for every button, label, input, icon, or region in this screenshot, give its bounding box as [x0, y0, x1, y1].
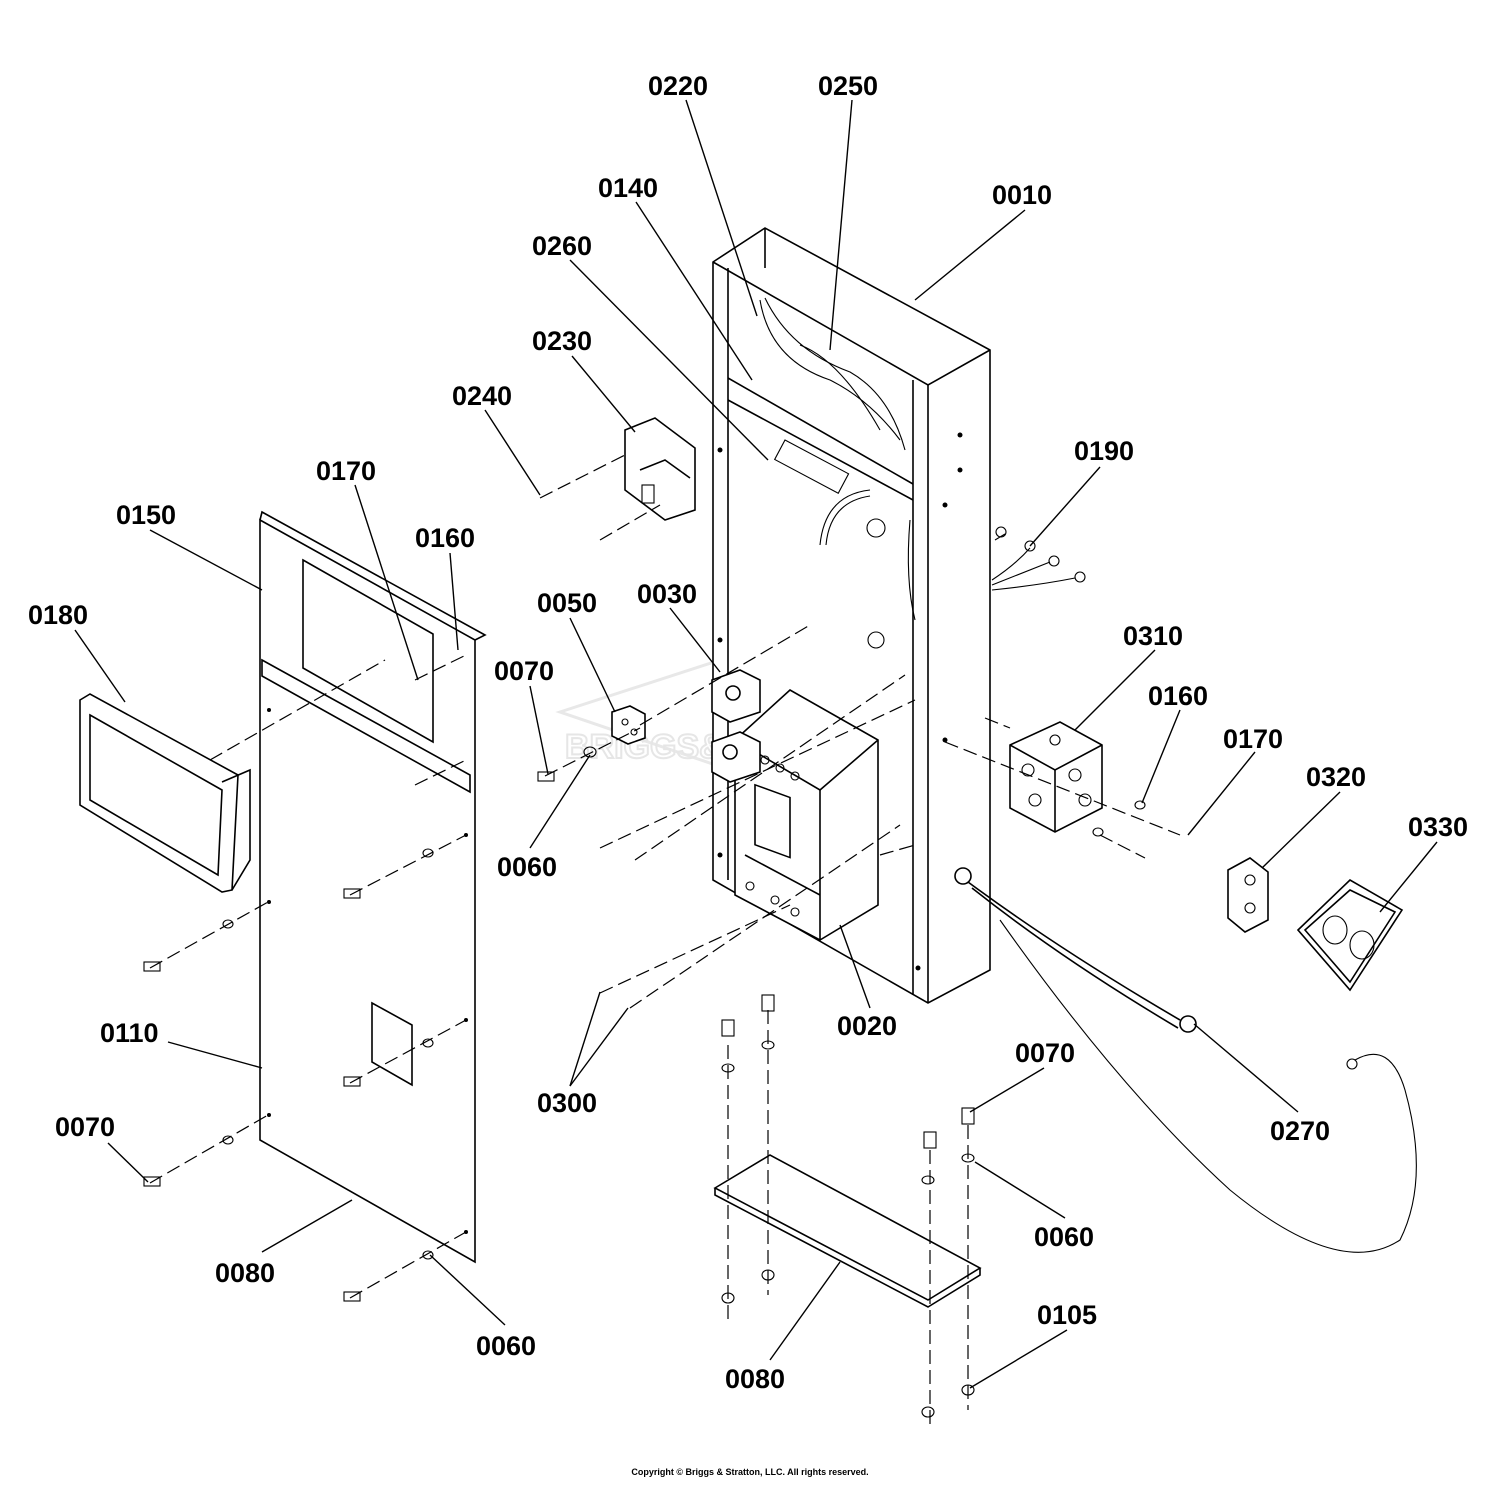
callout-0160-top: 0160 — [415, 523, 475, 553]
callout-0170-right: 0170 — [1223, 724, 1283, 754]
callout-0190: 0190 — [1074, 436, 1134, 466]
callout-labels: 0220 0250 0140 0010 0260 0230 0240 0190 … — [28, 71, 1468, 1394]
callout-0070-left: 0070 — [55, 1112, 115, 1142]
callout-0250: 0250 — [818, 71, 878, 101]
callout-0080-bottom: 0080 — [725, 1364, 785, 1394]
callout-0105: 0105 — [1037, 1300, 1097, 1330]
relay-0230 — [624, 417, 696, 521]
callout-0060-right: 0060 — [1034, 1222, 1094, 1252]
callout-0080-left: 0080 — [215, 1258, 275, 1288]
callout-0170-top: 0170 — [316, 456, 376, 486]
callout-0110: 0110 — [100, 1018, 159, 1048]
callout-0180: 0180 — [28, 600, 88, 630]
callout-0230: 0230 — [532, 326, 592, 356]
callout-0020: 0020 — [837, 1011, 897, 1041]
callout-0330: 0330 — [1408, 812, 1468, 842]
callout-0070-mid: 0070 — [494, 656, 554, 686]
leader-lines — [74, 99, 1438, 1389]
callout-0220: 0220 — [648, 71, 708, 101]
lug-0030 — [711, 669, 761, 783]
cover-plate-0330 — [1296, 879, 1404, 992]
door-panel-0110 — [259, 510, 487, 1264]
callout-0010: 0010 — [992, 180, 1052, 210]
copyright-notice: Copyright © Briggs & Stratton, LLC. All … — [631, 1467, 869, 1477]
wiring-0190 — [991, 526, 1086, 591]
junction-box-0310 — [1009, 721, 1103, 833]
lug-0050 — [611, 705, 646, 745]
bracket-0080 — [713, 1154, 982, 1308]
ground-wire-0270 — [954, 867, 1417, 1253]
receptacle-0320 — [1227, 857, 1269, 933]
callout-0320: 0320 — [1306, 762, 1366, 792]
assembly-lines — [149, 454, 1181, 1430]
callout-0300: 0300 — [537, 1088, 597, 1118]
callout-0060-mid: 0060 — [497, 852, 557, 882]
callout-0270: 0270 — [1270, 1116, 1330, 1146]
callout-0070-bottom-right: 0070 — [1015, 1038, 1075, 1068]
breaker-0020 — [734, 689, 879, 941]
callout-0240: 0240 — [452, 381, 512, 411]
callout-0310: 0310 — [1123, 621, 1183, 651]
callout-0160-right: 0160 — [1148, 681, 1208, 711]
fasteners — [143, 746, 1146, 1418]
display-0180 — [79, 693, 251, 893]
callout-0060-left: 0060 — [476, 1331, 536, 1361]
callout-0140: 0140 — [598, 173, 658, 203]
callout-0150: 0150 — [116, 500, 176, 530]
callout-0030: 0030 — [637, 579, 697, 609]
callout-0260: 0260 — [532, 231, 592, 261]
callout-0050: 0050 — [537, 588, 597, 618]
